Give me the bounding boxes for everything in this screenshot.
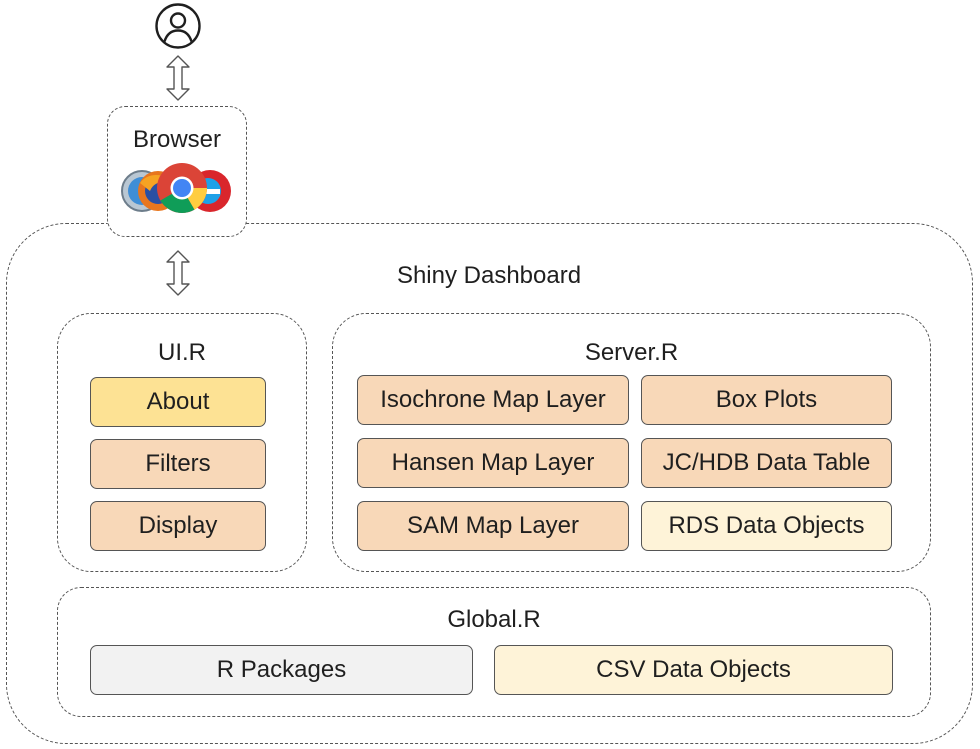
isochrone-map-layer-box: Isochrone Map Layer: [357, 375, 629, 425]
dashboard-title: Shiny Dashboard: [396, 262, 582, 289]
csv-data-objects-box: CSV Data Objects: [494, 645, 893, 695]
hansen-map-layer-box: Hansen Map Layer: [357, 438, 629, 488]
ui-r-container: [57, 313, 307, 572]
browser-title: Browser: [132, 126, 222, 153]
browser-logos-icon: [121, 163, 231, 213]
sam-map-layer-box: SAM Map Layer: [357, 501, 629, 551]
rds-data-objects-box: RDS Data Objects: [641, 501, 892, 551]
bidirectional-arrow-icon: [166, 250, 190, 296]
bidirectional-arrow-icon: [166, 55, 190, 101]
global-r-container: [57, 587, 931, 717]
jc-hdb-data-table-box: JC/HDB Data Table: [641, 438, 892, 488]
box-plots-box: Box Plots: [641, 375, 892, 425]
display-box: Display: [90, 501, 266, 551]
shiny-dashboard-container: [6, 223, 973, 744]
about-box: About: [90, 377, 266, 427]
server-r-container: [332, 313, 931, 572]
user-icon: [155, 3, 201, 49]
server-r-title: Server.R: [584, 339, 679, 366]
global-r-title: Global.R: [447, 606, 541, 633]
r-packages-box: R Packages: [90, 645, 473, 695]
ui-r-title: UI.R: [158, 339, 206, 366]
filters-box: Filters: [90, 439, 266, 489]
